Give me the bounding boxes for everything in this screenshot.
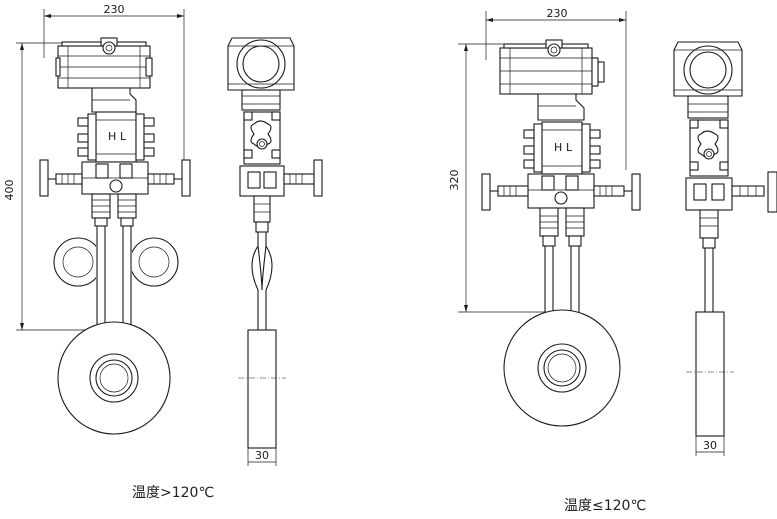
right-l-label: L [566,141,573,154]
right-front-view: 230 320 H L [448,7,641,427]
left-side-dimension: 30 [255,449,269,462]
left-caption: 温度>120℃ [132,485,215,501]
left-side-view: 30 [227,37,323,466]
right-side-dimension: 30 [703,439,717,452]
right-width-dimension: 230 [547,7,568,20]
right-h-label: H [554,141,562,154]
left-front-view: 230 400 H L [3,3,191,435]
left-h-label: H [108,130,116,143]
left-width-dimension: 230 [104,3,125,16]
right-caption: 温度≤120℃ [564,498,647,514]
right-side-view: 30 [673,41,777,456]
left-l-label: L [120,130,127,143]
left-height-dimension: 400 [3,180,16,201]
right-height-dimension: 320 [448,170,461,191]
